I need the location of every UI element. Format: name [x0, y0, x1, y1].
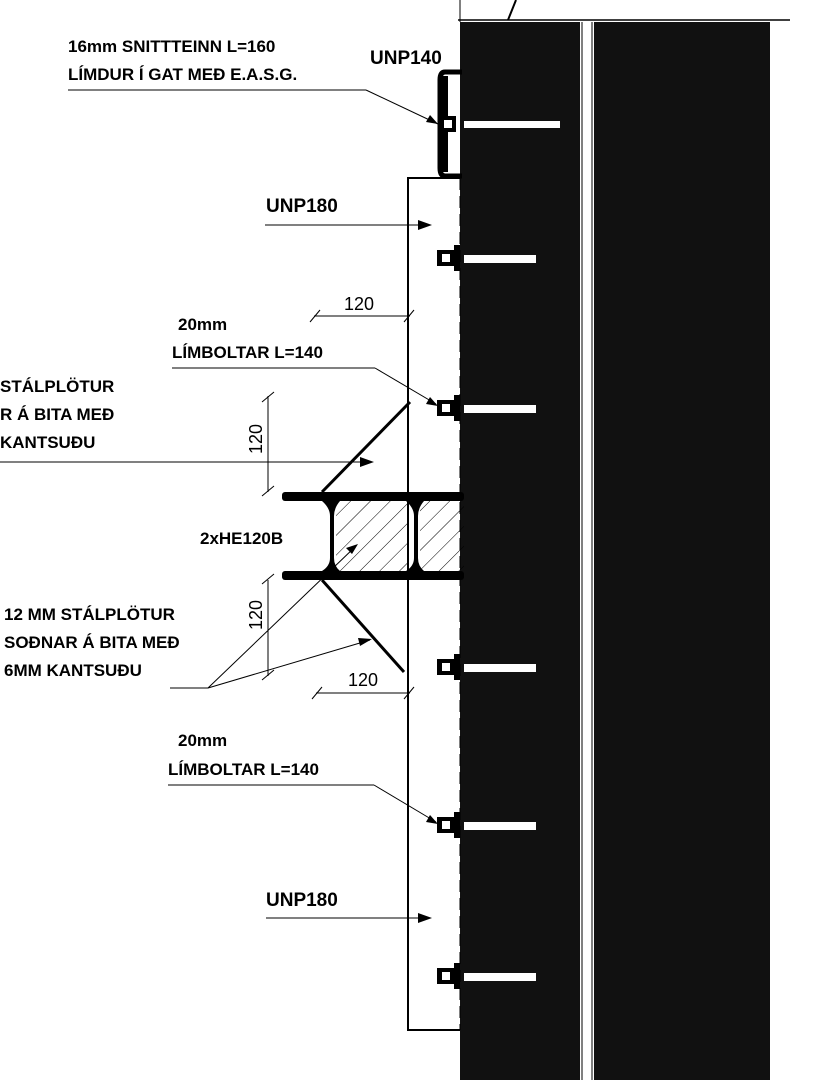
- unp180-channel: [407, 177, 461, 1031]
- anchor-rod: [437, 654, 536, 680]
- plates-lower-label-line3: 6MM KANTSUÐU: [4, 661, 142, 680]
- anchor-rod: [437, 963, 536, 989]
- plates-lower-label-line1: 12 MM STÁLPLÖTUR: [4, 605, 175, 624]
- anchor-top-label-line1: 16mm SNITTTEINN L=160: [68, 37, 275, 56]
- anchor-rods: [437, 116, 560, 989]
- stiffener-plates: [320, 400, 412, 673]
- dimension-lines: [261, 309, 415, 700]
- beam-label: 2xHE120B: [200, 529, 283, 548]
- plates-upper-label-line1: STÁLPLÖTUR: [0, 377, 114, 396]
- plates-upper-label-line2: R Á BITA MEÐ: [0, 405, 114, 424]
- bolt-lower-spec-label: LÍMBOLTAR L=140: [168, 760, 319, 779]
- bolt-upper-size-label: 20mm: [178, 315, 227, 334]
- dim-120-horizontal-upper: 120: [344, 294, 374, 314]
- dim-120-vertical-upper: 120: [246, 424, 266, 454]
- plates-lower-label-line2: SOÐNAR Á BITA MEÐ: [4, 633, 180, 652]
- bolt-upper-spec-label: LÍMBOLTAR L=140: [172, 343, 323, 362]
- dim-120-horizontal-lower: 120: [348, 670, 378, 690]
- anchor-rod: [440, 116, 560, 132]
- anchor-rod: [437, 245, 536, 271]
- bolt-lower-size-label: 20mm: [178, 731, 227, 750]
- steel-beam-he120b: [282, 492, 464, 580]
- leader-lines: [0, 89, 439, 923]
- unp180-lower-label: UNP180: [266, 890, 338, 911]
- dim-120-vertical-lower: 120: [246, 600, 266, 630]
- anchor-rod: [437, 395, 536, 421]
- anchor-top-label-line2: LÍMDUR Í GAT MEÐ E.A.S.G.: [68, 65, 297, 84]
- unp140-label: UNP140: [370, 48, 442, 69]
- plates-upper-label-line3: KANTSUÐU: [0, 433, 95, 452]
- unp180-upper-label: UNP180: [266, 196, 338, 217]
- anchor-rod: [437, 812, 536, 838]
- concrete-wall: [458, 0, 790, 1080]
